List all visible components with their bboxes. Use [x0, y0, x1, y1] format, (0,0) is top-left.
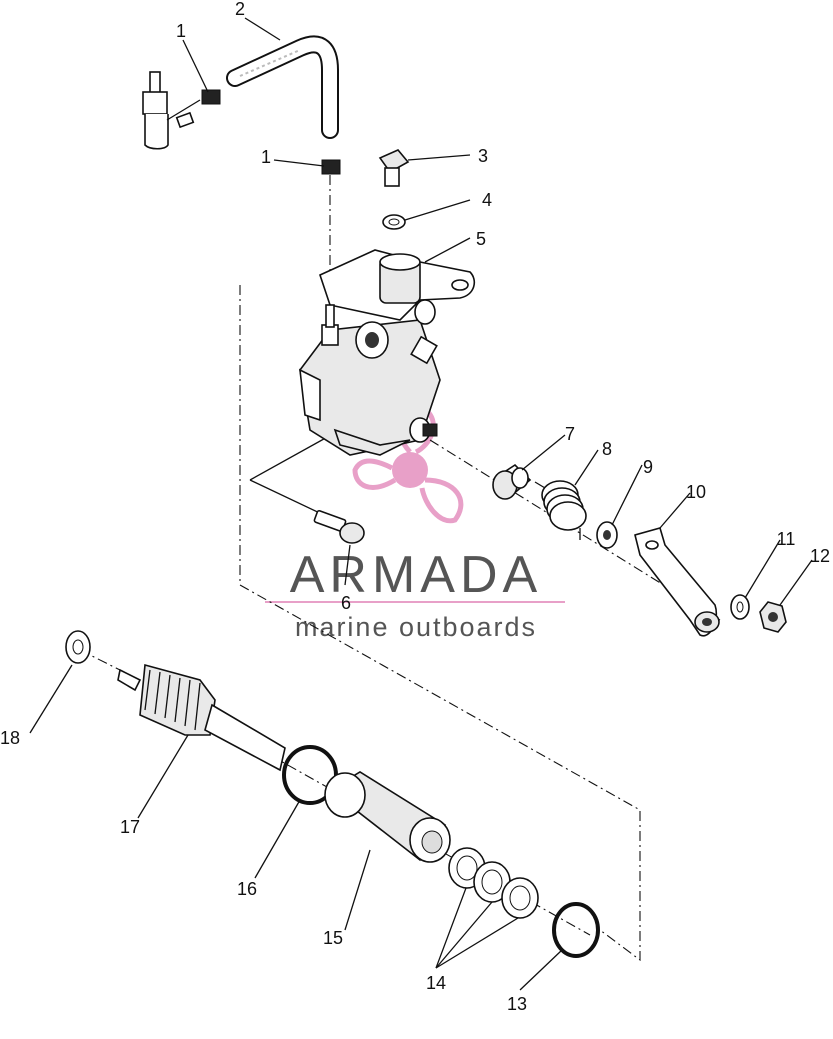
bushing — [492, 463, 532, 500]
callout-13: 13 — [507, 994, 527, 1014]
watermark: ARMADA marine outboards — [265, 409, 565, 642]
flat-washer — [596, 521, 618, 549]
pump-sleeve — [324, 771, 451, 863]
drive-gear-shaft — [117, 663, 286, 772]
shims — [448, 847, 539, 919]
callout-labels: 1 2 1 3 4 5 6 7 8 9 10 11 12 13 14 15 16… — [0, 0, 830, 1014]
bolt — [378, 149, 410, 187]
watermark-tagline: marine outboards — [295, 612, 537, 642]
callout-2: 2 — [235, 0, 245, 19]
nut — [759, 601, 787, 633]
callout-6: 6 — [341, 593, 351, 613]
hose-clip-upper — [201, 89, 221, 105]
callout-17: 17 — [120, 817, 140, 837]
lock-washer — [730, 594, 750, 620]
callout-12: 12 — [810, 546, 830, 566]
callout-14: 14 — [426, 973, 446, 993]
callout-1-lower: 1 — [261, 147, 271, 167]
callout-5: 5 — [476, 229, 486, 249]
control-lever — [634, 527, 720, 637]
callout-4: 4 — [482, 190, 492, 210]
watermark-brand: ARMADA — [290, 546, 542, 604]
hose — [226, 35, 339, 139]
washer — [382, 214, 406, 230]
callout-10: 10 — [686, 482, 706, 502]
screw — [313, 509, 365, 544]
callout-7: 7 — [565, 424, 575, 444]
hose-clip-lower — [321, 159, 341, 175]
leader-lines — [29, 17, 813, 991]
spring — [534, 480, 587, 540]
watermark-divider — [265, 601, 565, 603]
callout-15: 15 — [323, 928, 343, 948]
callout-1-upper: 1 — [176, 21, 186, 41]
oil-pump-body — [299, 249, 476, 456]
callout-16: 16 — [237, 879, 257, 899]
fuel-fitting — [142, 71, 201, 150]
callout-3: 3 — [478, 146, 488, 166]
thrust-washer — [65, 630, 91, 664]
callout-8: 8 — [602, 439, 612, 459]
o-ring-small — [552, 902, 600, 958]
callout-9: 9 — [643, 457, 653, 477]
callout-11: 11 — [777, 529, 796, 549]
callout-18: 18 — [0, 728, 20, 748]
